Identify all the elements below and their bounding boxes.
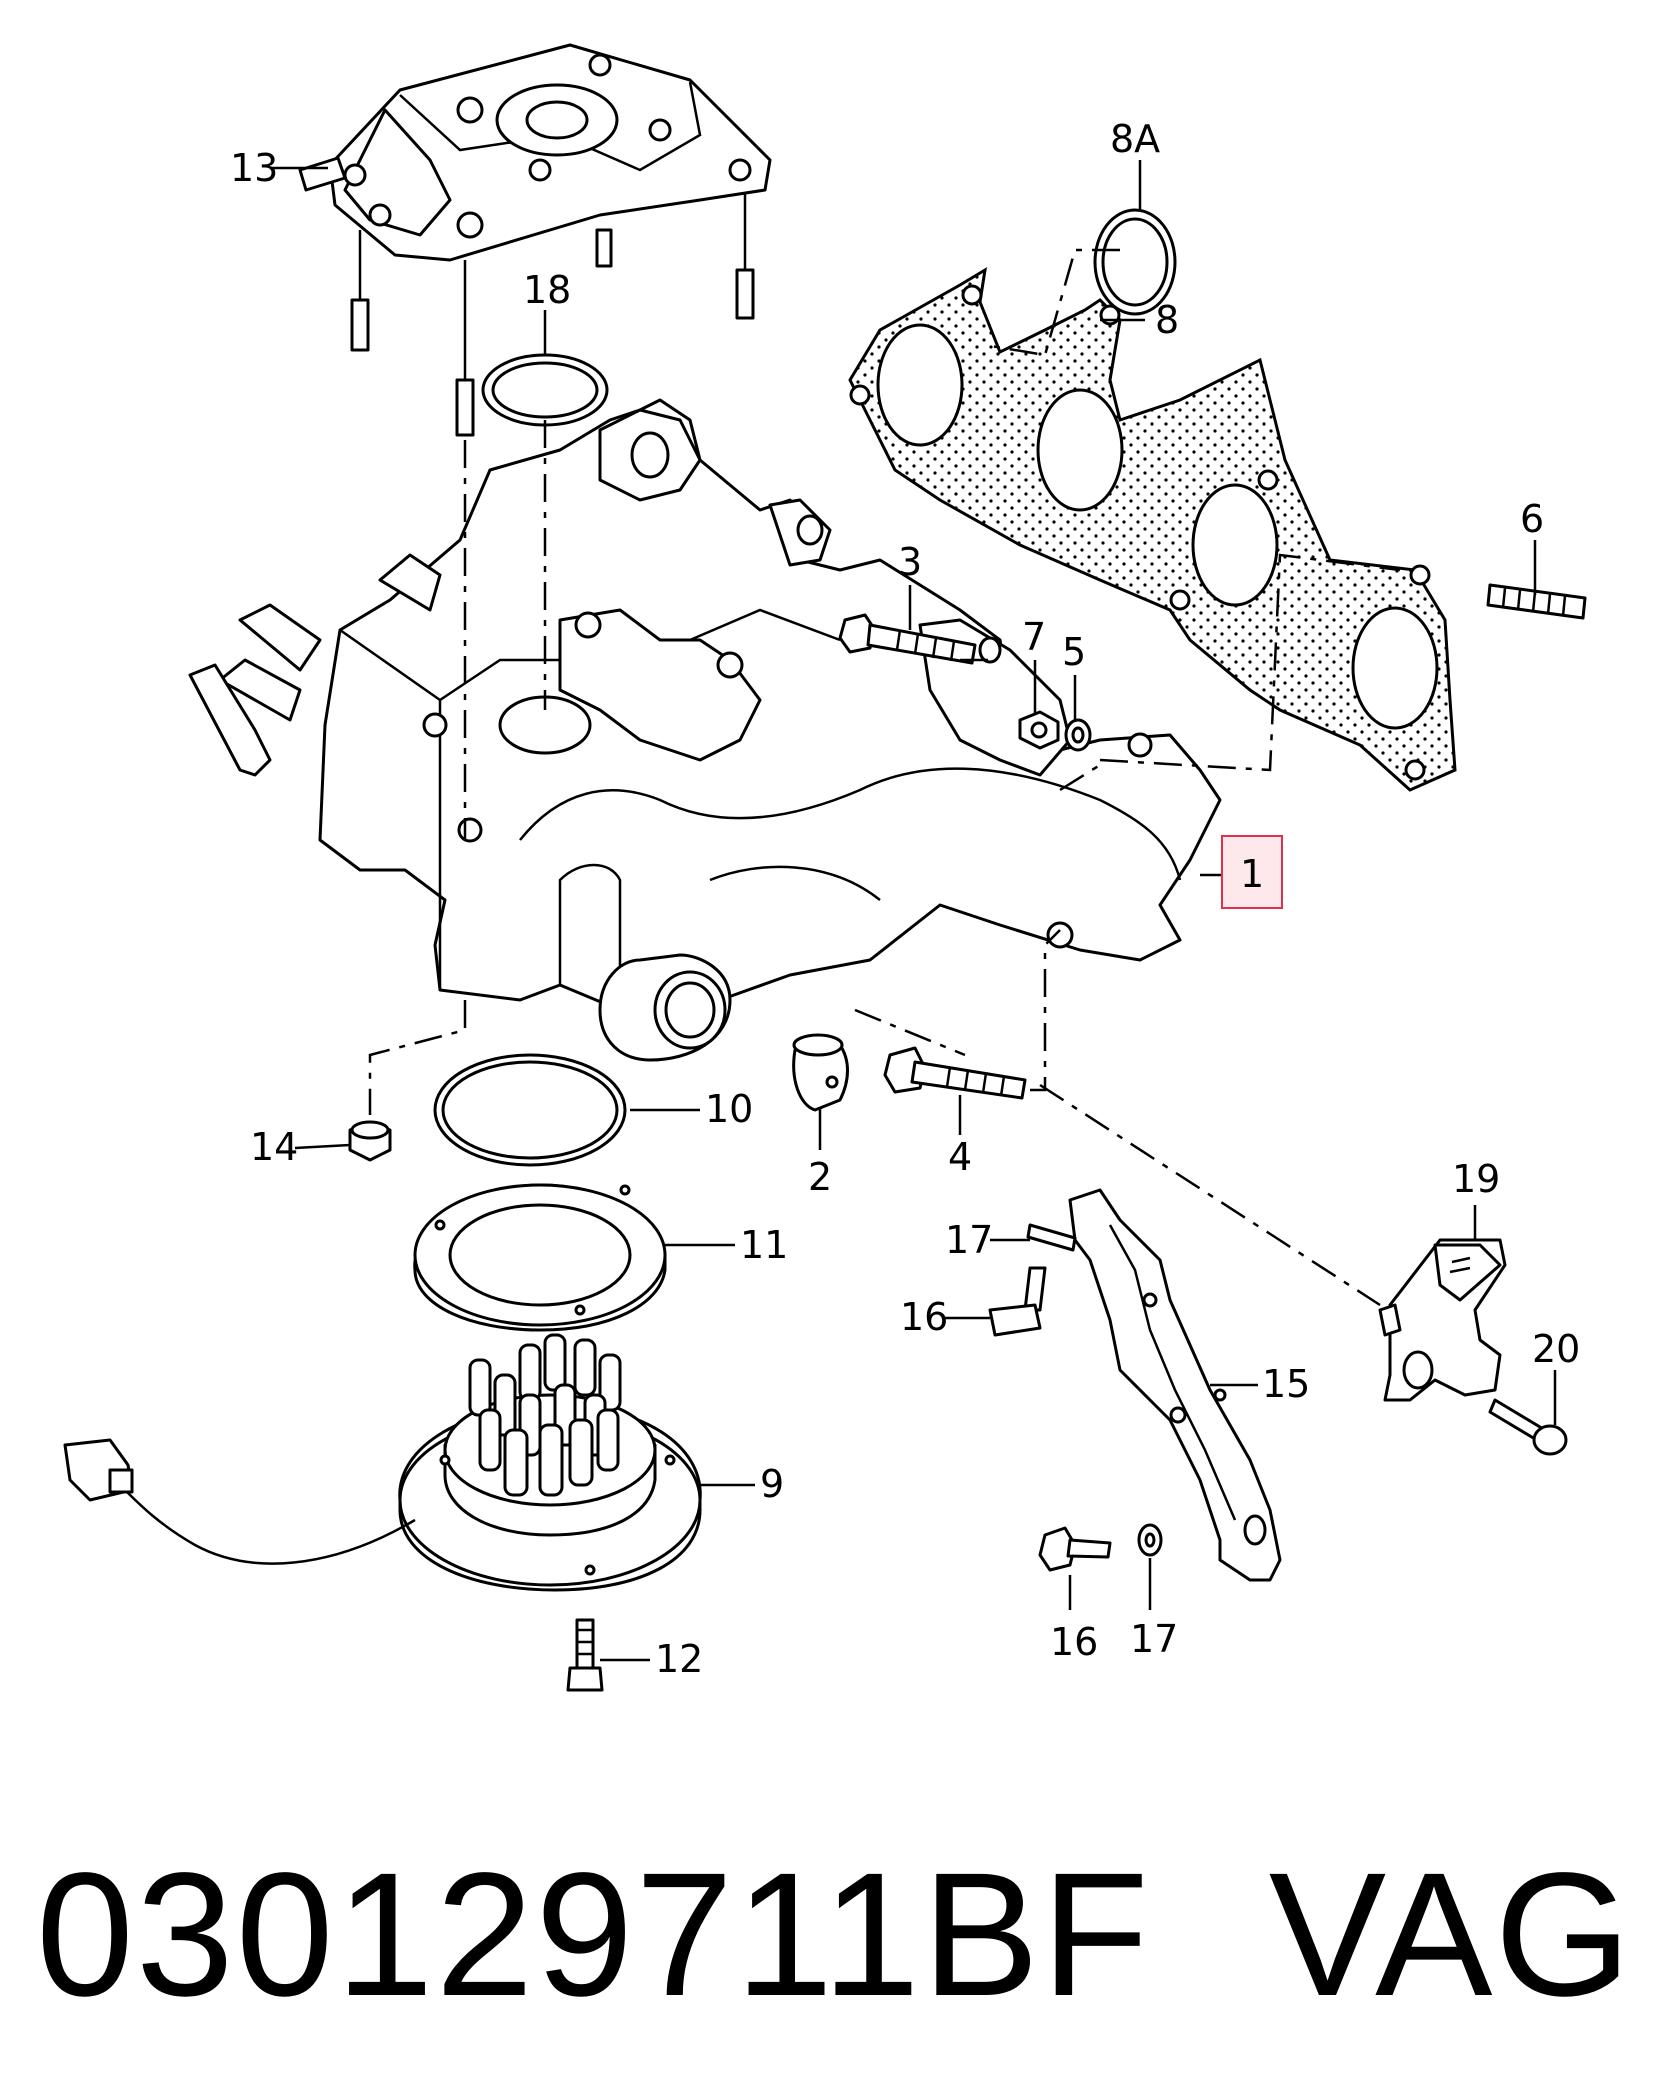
part-2-cap — [792, 1033, 849, 1112]
callout-15: 15 — [1262, 1362, 1310, 1406]
callout-17-lower: 17 — [1130, 1617, 1178, 1661]
callout-2: 2 — [808, 1155, 832, 1199]
part-11-flange — [413, 1183, 667, 1332]
part-8a-seal-ring — [1093, 208, 1177, 316]
callout-8: 8 — [1155, 298, 1179, 342]
callout-12: 12 — [655, 1637, 703, 1681]
callout-14: 14 — [250, 1125, 298, 1169]
part-13-adapter-plate — [298, 43, 772, 437]
alignment-lines — [368, 248, 1401, 1307]
callout-19: 19 — [1452, 1157, 1500, 1201]
callout-5: 5 — [1062, 630, 1086, 674]
callout-16-upper: 16 — [900, 1295, 948, 1339]
part-18-o-ring — [481, 353, 609, 427]
part-15-bracket — [1068, 1188, 1282, 1582]
connector-pins — [468, 1333, 622, 1497]
part-16-bolt-upper — [988, 1266, 1047, 1337]
part-8-manifold-gasket — [848, 267, 1457, 792]
exploded-parts-diagram: 13 18 8A 8 6 3 7 5 1 2 4 10 11 14 9 12 1… — [63, 43, 1587, 1692]
part-9-connector-plate — [63, 1333, 702, 1592]
callout-17-upper: 17 — [945, 1218, 993, 1262]
part-17-washer-upper — [1026, 1223, 1077, 1252]
part-14-nut — [348, 1120, 392, 1162]
part-20-screw — [1488, 1398, 1568, 1456]
part-16-bolt-lower — [1038, 1526, 1112, 1572]
callout-labels: 13 18 8A 8 6 3 7 5 1 2 4 10 11 14 9 12 1… — [230, 117, 1580, 1681]
part-3-bolt — [838, 613, 977, 665]
part-10-o-ring — [433, 1053, 627, 1167]
callout-8a: 8A — [1110, 117, 1160, 161]
part-17-washer-lower — [1137, 1523, 1163, 1557]
callout-16-lower: 16 — [1050, 1620, 1098, 1664]
callout-10: 10 — [705, 1087, 753, 1131]
part-12-bolt — [566, 1618, 604, 1692]
part-7-nut — [1018, 710, 1060, 750]
part-5-washer — [1064, 718, 1092, 752]
brand-name: VAG — [1268, 1837, 1634, 2033]
part-4-bolt — [883, 1046, 1027, 1100]
part-number: 030129711BF — [36, 1837, 1151, 2033]
callout-11: 11 — [740, 1223, 788, 1267]
callout-4: 4 — [948, 1135, 972, 1179]
part-19-sensor — [1378, 1238, 1507, 1402]
callout-9: 9 — [760, 1462, 784, 1506]
part-caption: 030129711BF VAG — [36, 1835, 1633, 2035]
part-6-stud — [1486, 583, 1587, 620]
callout-1: 1 — [1240, 852, 1264, 896]
callout-20: 20 — [1532, 1327, 1580, 1371]
callout-3: 3 — [898, 540, 922, 584]
callout-13: 13 — [230, 146, 278, 190]
callout-6: 6 — [1520, 497, 1544, 541]
callout-7: 7 — [1022, 615, 1046, 659]
callout-1-highlight-box — [1221, 835, 1283, 909]
callout-18: 18 — [523, 268, 571, 312]
